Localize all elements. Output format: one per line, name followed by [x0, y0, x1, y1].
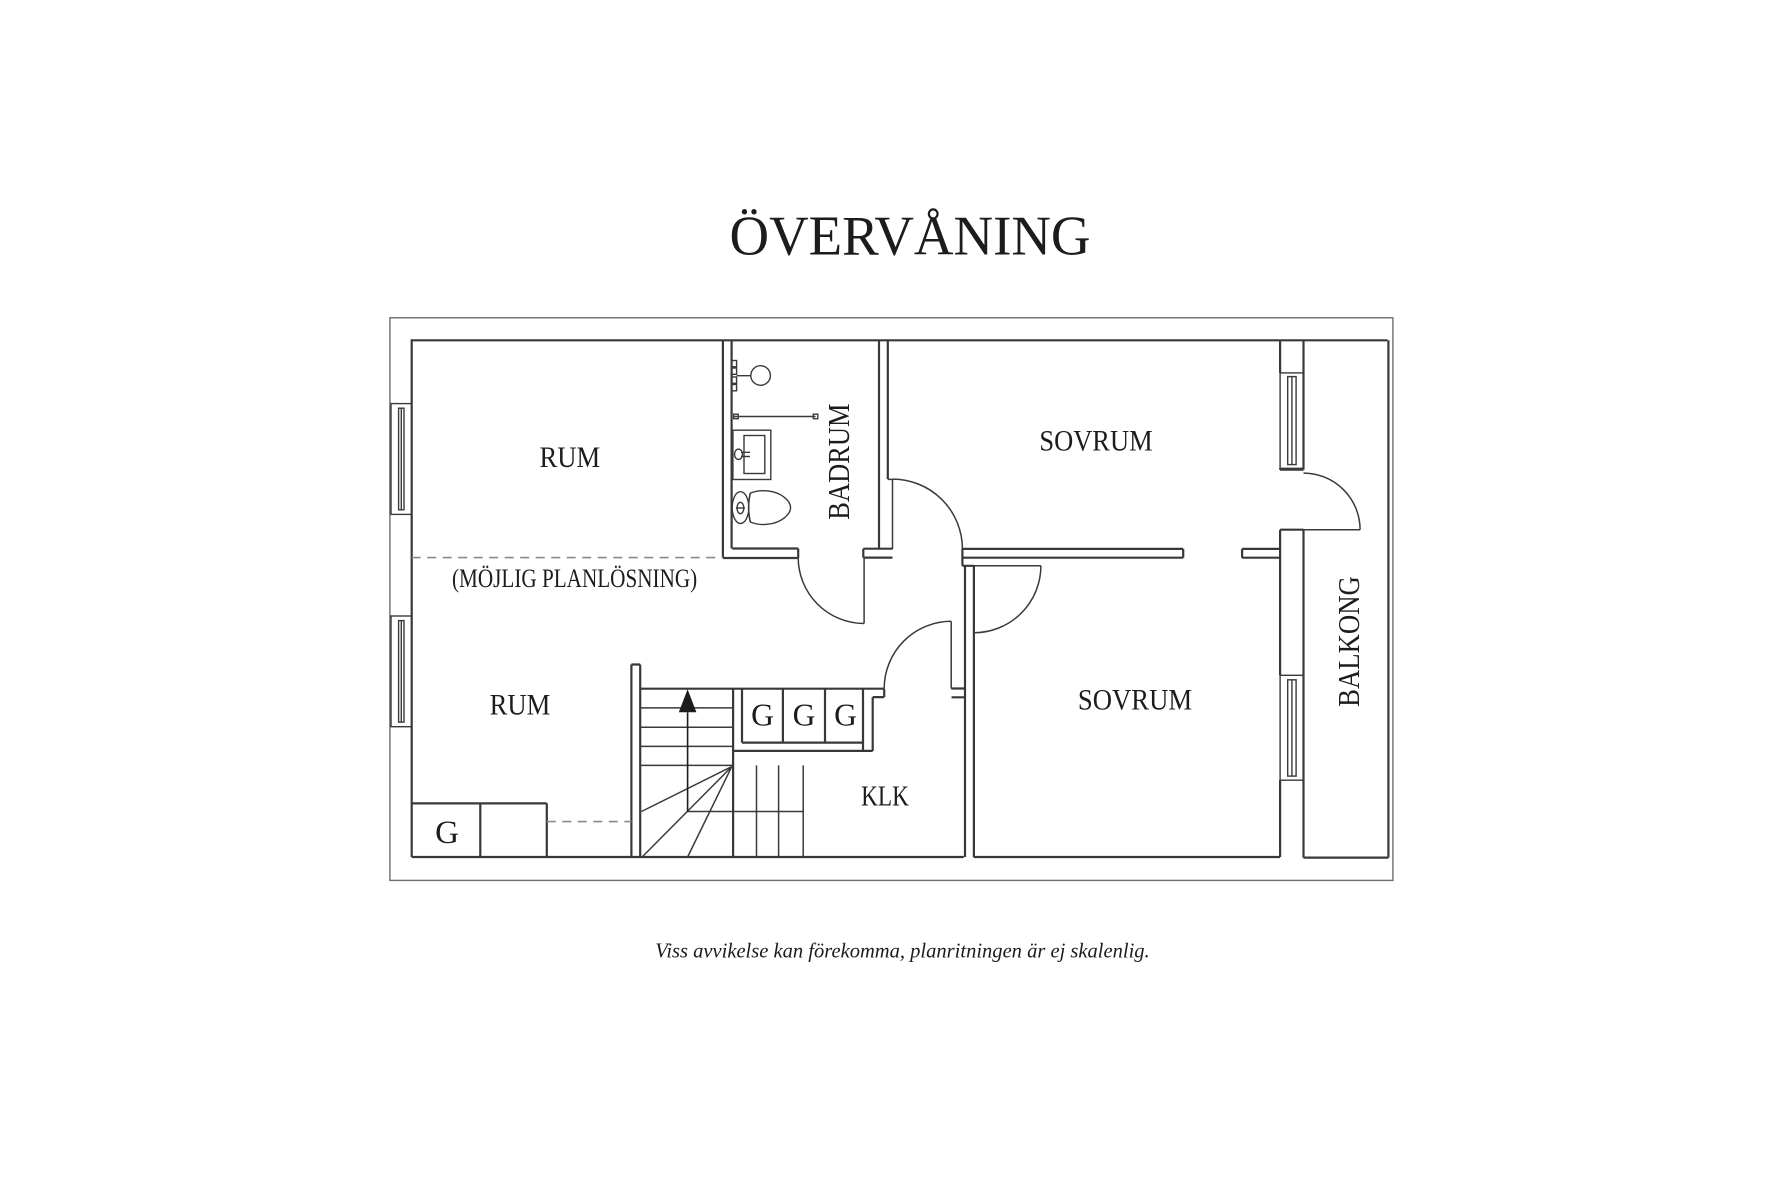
svg-text:BADRUM: BADRUM	[822, 404, 856, 520]
svg-text:G: G	[834, 698, 857, 733]
svg-text:(MÖJLIG PLANLÖSNING): (MÖJLIG PLANLÖSNING)	[452, 564, 697, 593]
svg-text:KLK: KLK	[861, 781, 909, 812]
svg-text:SOVRUM: SOVRUM	[1078, 684, 1192, 716]
svg-text:RUM: RUM	[490, 690, 551, 722]
svg-text:ÖVERVÅNING: ÖVERVÅNING	[730, 206, 1091, 268]
svg-text:G: G	[793, 698, 816, 733]
svg-text:SOVRUM: SOVRUM	[1039, 426, 1152, 458]
svg-text:G: G	[751, 698, 774, 733]
svg-text:Viss avvikelse kan förekomma,: Viss avvikelse kan förekomma, planritnin…	[655, 939, 1149, 963]
svg-text:G: G	[435, 815, 459, 851]
svg-text:BALKONG: BALKONG	[1332, 576, 1366, 707]
svg-text:RUM: RUM	[539, 442, 600, 474]
